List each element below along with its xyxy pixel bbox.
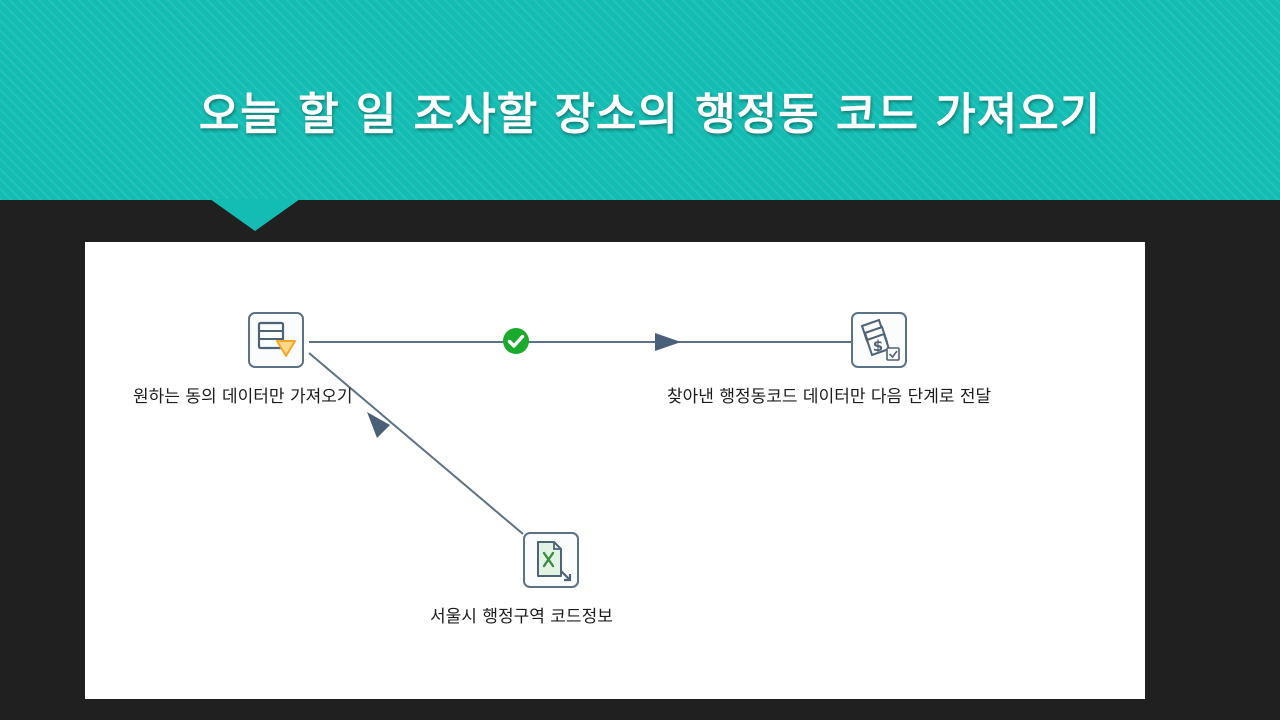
step-label-filter: 원하는 동의 데이터만 가져오기 xyxy=(133,387,353,407)
svg-text:$: $ xyxy=(873,337,883,355)
title-banner xyxy=(0,0,1280,200)
hops-layer xyxy=(308,333,851,535)
excel-input-icon xyxy=(537,541,572,582)
step-excel-input[interactable] xyxy=(523,532,579,588)
step-copy-rows-to-result[interactable]: $ xyxy=(851,312,907,368)
step-label-output: 찾아낸 행정동코드 데이터만 다음 단계로 전달 xyxy=(667,387,992,407)
hop-line-input-to-filter[interactable] xyxy=(308,352,524,535)
transformation-canvas[interactable]: 원하는 동의 데이터만 가져오기 $ 찾아낸 행정동코드 데이터만 다음 단계로… xyxy=(85,242,1145,699)
hop-ok-check-icon[interactable] xyxy=(501,326,531,356)
step-filter-rows[interactable] xyxy=(248,312,304,368)
banner-pointer xyxy=(210,199,300,231)
hop-arrow-input-to-filter xyxy=(367,412,390,438)
step-label-input: 서울시 행정구역 코드정보 xyxy=(430,607,613,627)
slide-title: 오늘 할 일 조사할 장소의 행정동 코드 가져오기 xyxy=(198,89,1102,140)
filter-rows-icon xyxy=(257,321,296,357)
copy-rows-to-result-icon: $ xyxy=(860,318,900,361)
hop-arrow-filter-to-output xyxy=(655,333,681,351)
